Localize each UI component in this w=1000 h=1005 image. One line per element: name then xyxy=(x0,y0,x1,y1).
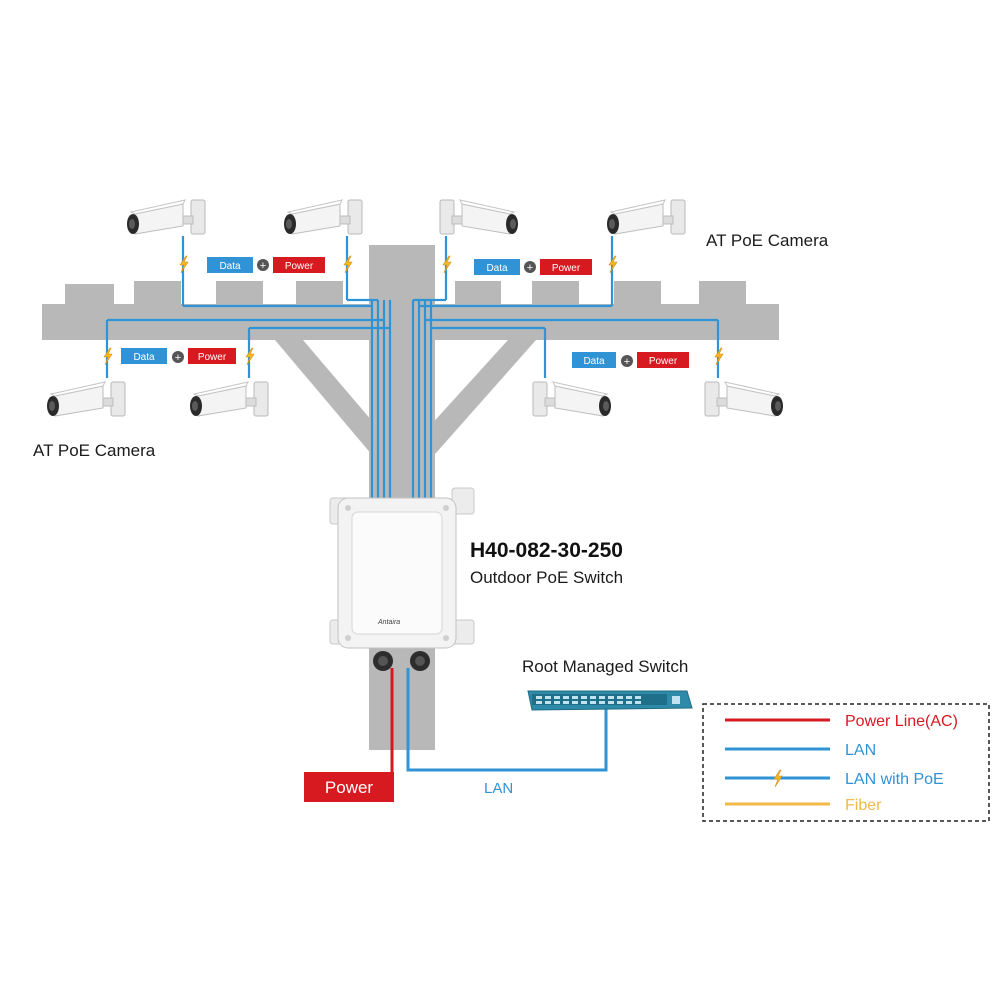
camera-icon xyxy=(704,381,784,417)
legend-label: Fiber xyxy=(845,797,882,814)
power-source-label: Power xyxy=(304,772,394,802)
power-source-text: Power xyxy=(325,778,374,797)
root-switch-label: Root Managed Switch xyxy=(522,657,688,676)
data-tag-label: Data xyxy=(583,356,605,367)
data-tag-label: Data xyxy=(486,263,508,274)
poe-cable-bundle xyxy=(105,236,720,520)
power-tag-label: Power xyxy=(198,352,227,363)
plus-icon: + xyxy=(260,260,266,272)
plus-icon: + xyxy=(624,356,630,368)
camera-label-top: AT PoE Camera xyxy=(706,231,829,250)
legend-item-fiber: Fiber xyxy=(725,797,882,814)
camera-icon xyxy=(189,381,269,417)
legend-label: LAN with PoE xyxy=(845,771,944,788)
camera-icon xyxy=(532,381,612,417)
legend-label: LAN xyxy=(845,742,876,759)
data-tag-label: Data xyxy=(133,352,155,363)
camera-icon xyxy=(439,199,519,235)
uplink-lan-line xyxy=(406,668,608,772)
data-tag-label: Data xyxy=(219,261,241,272)
legend-label: Power Line(AC) xyxy=(845,713,958,730)
power-tag-label: Power xyxy=(649,356,678,367)
data-power-tag: Data + Power xyxy=(121,348,236,364)
root-managed-switch xyxy=(527,690,693,711)
lan-label: LAN xyxy=(484,780,513,797)
camera-icon xyxy=(46,381,126,417)
legend-item-power: Power Line(AC) xyxy=(725,713,958,730)
switch-description: Outdoor PoE Switch xyxy=(470,568,623,587)
outdoor-poe-switch: Antaira xyxy=(329,487,475,671)
plus-icon: + xyxy=(175,352,181,364)
camera-group-top xyxy=(126,199,686,235)
data-power-tag: Data + Power xyxy=(207,257,325,273)
switch-model: H40-082-30-250 xyxy=(470,539,623,562)
plus-icon: + xyxy=(527,262,533,274)
camera-icon xyxy=(283,199,363,235)
legend-item-lan-poe: LAN with PoE xyxy=(725,769,944,788)
camera-label-bottom: AT PoE Camera xyxy=(33,441,156,460)
data-power-tag: Data + Power xyxy=(572,352,689,368)
switch-brand-logo: Antaira xyxy=(377,619,400,626)
power-tag-label: Power xyxy=(285,261,314,272)
legend-item-lan: LAN xyxy=(725,742,876,759)
power-tag-label: Power xyxy=(552,263,581,274)
legend: Power Line(AC) LAN LAN with PoE Fiber xyxy=(702,703,990,822)
camera-icon xyxy=(126,199,206,235)
data-power-tag: Data + Power xyxy=(474,259,592,275)
camera-icon xyxy=(606,199,686,235)
